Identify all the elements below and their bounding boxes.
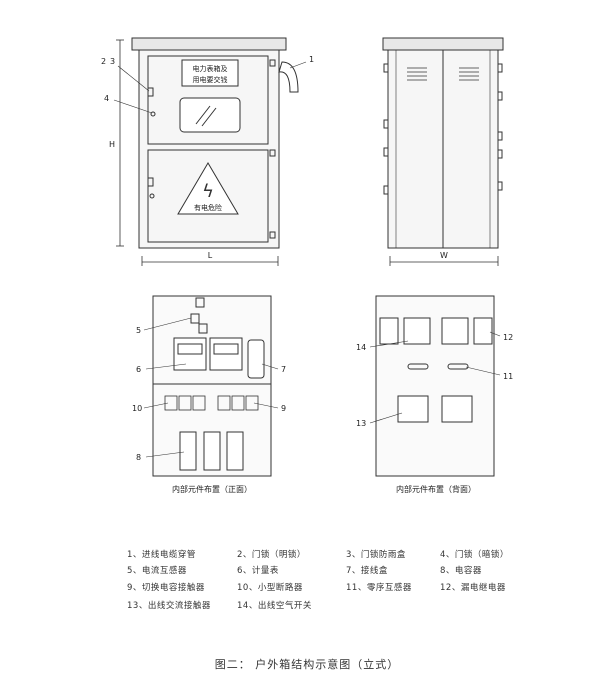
callout-2: 2 [101, 57, 106, 66]
front-view [113, 37, 307, 266]
lock-hole-upper [150, 111, 156, 117]
lock-lower-left [147, 177, 154, 187]
output-contactor-2 [441, 395, 473, 423]
warning-triangle [177, 162, 239, 215]
callout-4: 4 [104, 94, 109, 103]
dim-length-label: L [208, 251, 213, 260]
callout-10: 10 [132, 404, 142, 413]
legend-item: 3、门锁防雨盒 [346, 550, 406, 560]
zero-seq-transformer-2 [447, 363, 469, 370]
callout-11: 11 [503, 372, 513, 381]
lock-hole-lower [149, 193, 155, 199]
side-roof [382, 37, 504, 51]
side-view [382, 37, 504, 266]
current-transformer-2 [190, 313, 200, 324]
callout-6: 6 [136, 365, 141, 374]
callout-13: 13 [356, 419, 366, 428]
warning-text: 有电危险 [194, 203, 222, 212]
callout-9: 9 [281, 404, 286, 413]
front-sign-plate [181, 59, 239, 87]
dim-width-label: W [440, 251, 448, 260]
legend-item: 9、切换电容接触器 [127, 583, 205, 593]
legend-row-2: 5、电流互感器 6、计量表 7、接线盒 8、电容器 [0, 564, 614, 578]
legend-item: 2、门锁（明锁） [237, 550, 306, 560]
figure-caption: 图二： 户外箱结构示意图（立式） [214, 658, 400, 671]
lock-upper-left [147, 87, 154, 97]
callout-8: 8 [136, 453, 141, 462]
legend-item: 4、门锁（暗锁） [440, 550, 509, 560]
inner-front-caption: 内部元件布置（正面） [172, 484, 252, 494]
callout-5: 5 [136, 326, 141, 335]
callout-3: 3 [110, 57, 115, 66]
legend-row-4: 13、出线交流接触器 14、出线空气开关 [0, 599, 614, 613]
inner-back-caption: 内部元件布置（背面） [396, 484, 476, 494]
front-view-text: 电力表箱及 用电要交钱 有电危险 ϟ H L 1 2 3 4 [101, 55, 314, 260]
switching-contactors [217, 395, 259, 411]
front-upper-door [147, 55, 269, 145]
capacitor-2 [203, 431, 221, 471]
zero-seq-transformer-1 [407, 363, 429, 370]
inner-front-text: 5 6 7 8 9 10 内部元件布置（正面） [132, 326, 286, 494]
legend-item: 12、漏电继电器 [440, 583, 506, 593]
side-vents [407, 67, 479, 81]
cabinet-text-line2: 用电要交钱 [193, 75, 228, 84]
current-transformer-3 [198, 323, 208, 334]
capacitor-1 [179, 431, 197, 471]
front-lower-door [147, 149, 269, 243]
small-breakers [164, 395, 206, 411]
inner-front-panel [143, 295, 279, 477]
air-switch-2 [441, 317, 469, 345]
front-roof [131, 37, 287, 51]
cable-conduit [278, 61, 299, 93]
callout-7: 7 [281, 365, 286, 374]
legend-item: 8、电容器 [440, 566, 482, 576]
capacitor-3 [226, 431, 244, 471]
callout-12: 12 [503, 333, 513, 342]
dim-height-label: H [109, 140, 115, 149]
legend-item: 14、出线空气开关 [237, 601, 312, 611]
legend-row-3: 9、切换电容接触器 10、小型断路器 11、零序互感器 12、漏电继电器 [0, 581, 614, 595]
legend-item: 7、接线盒 [346, 566, 388, 576]
air-switch-1 [403, 317, 431, 345]
legend-row-1: 1、进线电缆穿管 2、门锁（明锁） 3、门锁防雨盒 4、门锁（暗锁） [0, 548, 614, 562]
legend-item: 10、小型断路器 [237, 583, 303, 593]
output-contactor-1 [397, 395, 429, 423]
cabinet-text-line1: 电力表箱及 [193, 64, 228, 73]
junction-box [247, 339, 265, 379]
callout-14: 14 [356, 343, 366, 352]
callout-1: 1 [309, 55, 314, 64]
leakage-relay-right [473, 317, 493, 345]
legend-item: 13、出线交流接触器 [127, 601, 211, 611]
legend-item: 5、电流互感器 [127, 566, 187, 576]
legend-item: 6、计量表 [237, 566, 279, 576]
lightning-icon: ϟ [202, 181, 214, 202]
lock-upper-right [269, 59, 276, 67]
inner-back-text: 14 12 11 13 内部元件布置（背面） [356, 333, 513, 494]
legend-item: 1、进线电缆穿管 [127, 550, 196, 560]
leakage-relay-left [379, 317, 399, 345]
inner-back-panel [369, 295, 501, 477]
legend-item: 11、零序互感器 [346, 583, 412, 593]
current-transformer-1 [195, 297, 205, 308]
